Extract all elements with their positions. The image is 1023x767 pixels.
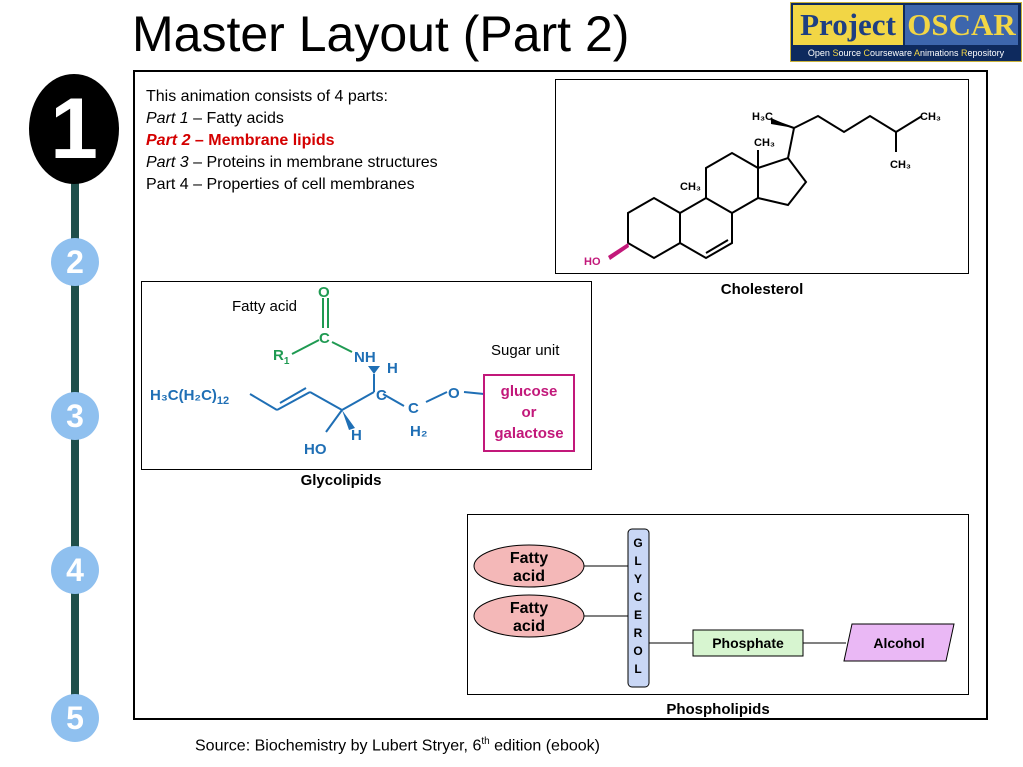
logo-word-oscar: OSCAR [905, 5, 1018, 45]
alcohol-box [843, 623, 955, 662]
phosphate-box [692, 629, 804, 657]
sugar-line-1: glucose [501, 383, 558, 400]
intro-text: This animation consists of 4 parts: Part… [146, 86, 438, 196]
fatty-acid-2-shape [473, 594, 585, 638]
fatty-acid-1-shape [473, 544, 585, 588]
logo-word-project: Project [793, 5, 903, 45]
carbonyl-c-label: C [319, 330, 330, 347]
source-citation: Source: Biochemistry by Lubert Stryer, 6… [195, 736, 600, 755]
glycolipid-structure: O C R1 NH H C H₃C(H₂C)12 H HO C H₂ O glu… [150, 284, 575, 458]
h-label-lower: H [351, 427, 362, 444]
h-label-top: H [387, 360, 398, 377]
phospholipid-caption: Phospholipids [666, 701, 770, 718]
glycerol-letter: E [634, 608, 642, 622]
fatty-acid-1-line-2: acid [513, 568, 545, 585]
sugar-box [483, 374, 575, 452]
sugar-line-2: or [522, 404, 537, 421]
intro-part-2: Part 2 – Membrane lipids [146, 132, 335, 149]
cholesterol-ch3-right: CH₃ [920, 111, 941, 123]
nav-step-4[interactable]: 4 [51, 546, 99, 594]
cholesterol-ho-label: HO [584, 256, 601, 268]
c-label-mid: C [376, 387, 387, 404]
cholesterol-h3c-label: H₃C [752, 111, 773, 123]
fatty-acid-2-line-2: acid [513, 618, 545, 635]
glycerol-box [627, 528, 650, 688]
phospholipid-panel: Fatty acid Fatty acid G L Y C E R O L Ph… [467, 514, 969, 695]
nav-step-5[interactable]: 5 [51, 694, 99, 742]
h2-label: H₂ [410, 423, 428, 440]
glycerol-letter: O [633, 644, 642, 658]
content-frame [133, 70, 988, 720]
glycerol-letter: G [633, 536, 642, 550]
cholesterol-ch3-label: CH₃ [754, 137, 775, 149]
methyl-wedge-bond [771, 118, 794, 128]
c-label-right: C [408, 400, 419, 417]
carbonyl-o-label: O [318, 284, 330, 301]
intro-part-3: Part 3 – Proteins in membrane structures [146, 154, 438, 171]
alcohol-label: Alcohol [873, 635, 924, 651]
nav-step-2[interactable]: 2 [51, 238, 99, 286]
logo-subtitle: Open Source Courseware Animations Reposi… [807, 48, 1005, 58]
glycerol-letter: L [634, 662, 641, 676]
r1-label: R1 [273, 347, 290, 367]
phospholipid-diagram: Fatty acid Fatty acid G L Y C E R O L Ph… [473, 528, 955, 688]
wedge-bond [368, 366, 380, 374]
intro-part-1: Part 1 – Fatty acids [146, 110, 284, 127]
cholesterol-ch3-lower: CH₃ [890, 159, 911, 171]
glycerol-letter: C [634, 590, 643, 604]
wedge-bond-lower [342, 410, 355, 430]
sugar-unit-label: Sugar unit [491, 342, 560, 359]
cholesterol-structure: H₃C CH₃ CH₃ CH₃ CH₃ HO [584, 111, 941, 268]
glycerol-letter: Y [634, 572, 642, 586]
page-title: Master Layout (Part 2) [132, 6, 630, 62]
intro-line: This animation consists of 4 parts: [146, 88, 388, 105]
ether-o-label: O [448, 385, 460, 402]
nav-step-3[interactable]: 3 [51, 392, 99, 440]
intro-part-4: Part 4 – Properties of cell membranes [146, 176, 415, 193]
alkyl-chain-label: H₃C(H₂C)12 [150, 387, 229, 407]
project-oscar-logo: Project OSCAR Open Source Courseware Ani… [790, 2, 1022, 62]
nav-step-1-current[interactable]: 1 [29, 74, 119, 184]
sugar-line-3: galactose [494, 425, 563, 442]
glycerol-letter: R [634, 626, 643, 640]
fatty-acid-2-line-1: Fatty [510, 600, 548, 617]
fatty-acid-label: Fatty acid [232, 298, 298, 315]
fatty-acid-1-line-1: Fatty [510, 550, 548, 567]
cholesterol-ch3-label-b: CH₃ [680, 181, 701, 193]
ho-label: HO [304, 441, 327, 458]
glycolipid-panel: Fatty acid Sugar unit O C R1 [141, 281, 592, 470]
cholesterol-panel: H₃C CH₃ CH₃ CH₃ CH₃ HO [555, 79, 969, 274]
cholesterol-caption: Cholesterol [720, 281, 804, 298]
phosphate-label: Phosphate [712, 635, 784, 651]
glycerol-letter: L [634, 554, 641, 568]
nh-label: NH [354, 349, 376, 366]
glycolipid-caption: Glycolipids [300, 472, 382, 489]
ho-wedge-bond [608, 243, 629, 260]
